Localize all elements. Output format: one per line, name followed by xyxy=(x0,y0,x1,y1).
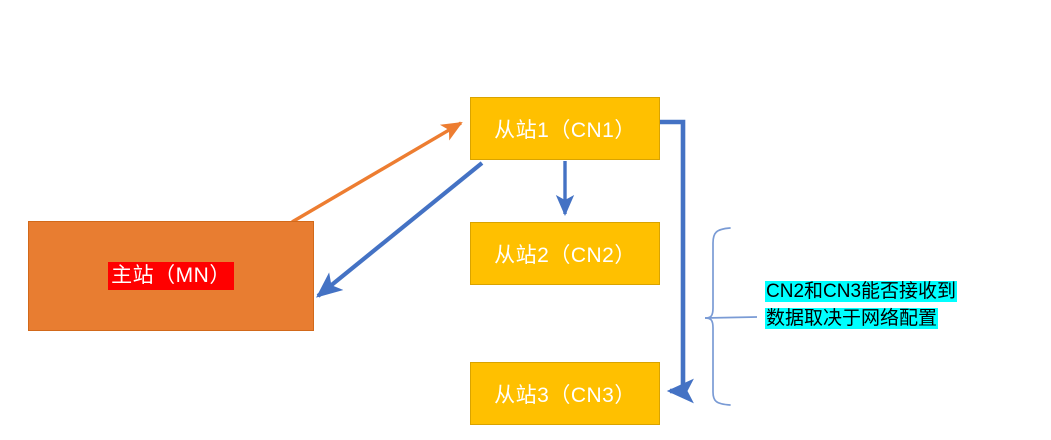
annotation-network-config-text: CN2和CN3能否接收到数据取决于网络配置 xyxy=(765,281,958,329)
brace-pointer-line xyxy=(704,316,758,319)
connector-mn-to-cn1 xyxy=(291,121,463,224)
cn2-cn3-brace xyxy=(704,227,731,406)
node-slave-cn1[interactable]: 从站1（CN1） xyxy=(470,97,660,160)
node-slave-cn3-label: 从站3（CN3） xyxy=(494,383,636,407)
connector-cn1-to-cn3 xyxy=(660,119,694,404)
connector-cn1-to-mn xyxy=(316,161,484,298)
node-master-mn-label: 主站（MN） xyxy=(108,261,234,291)
node-slave-cn2[interactable]: 从站2（CN2） xyxy=(470,222,660,285)
node-slave-cn3[interactable]: 从站3（CN3） xyxy=(470,362,660,425)
node-slave-cn1-label: 从站1（CN1） xyxy=(494,118,636,142)
node-master-mn[interactable]: 主站（MN） xyxy=(28,221,314,331)
annotation-network-config: CN2和CN3能否接收到数据取决于网络配置 xyxy=(765,279,970,333)
node-slave-cn2-label: 从站2（CN2） xyxy=(494,243,636,267)
